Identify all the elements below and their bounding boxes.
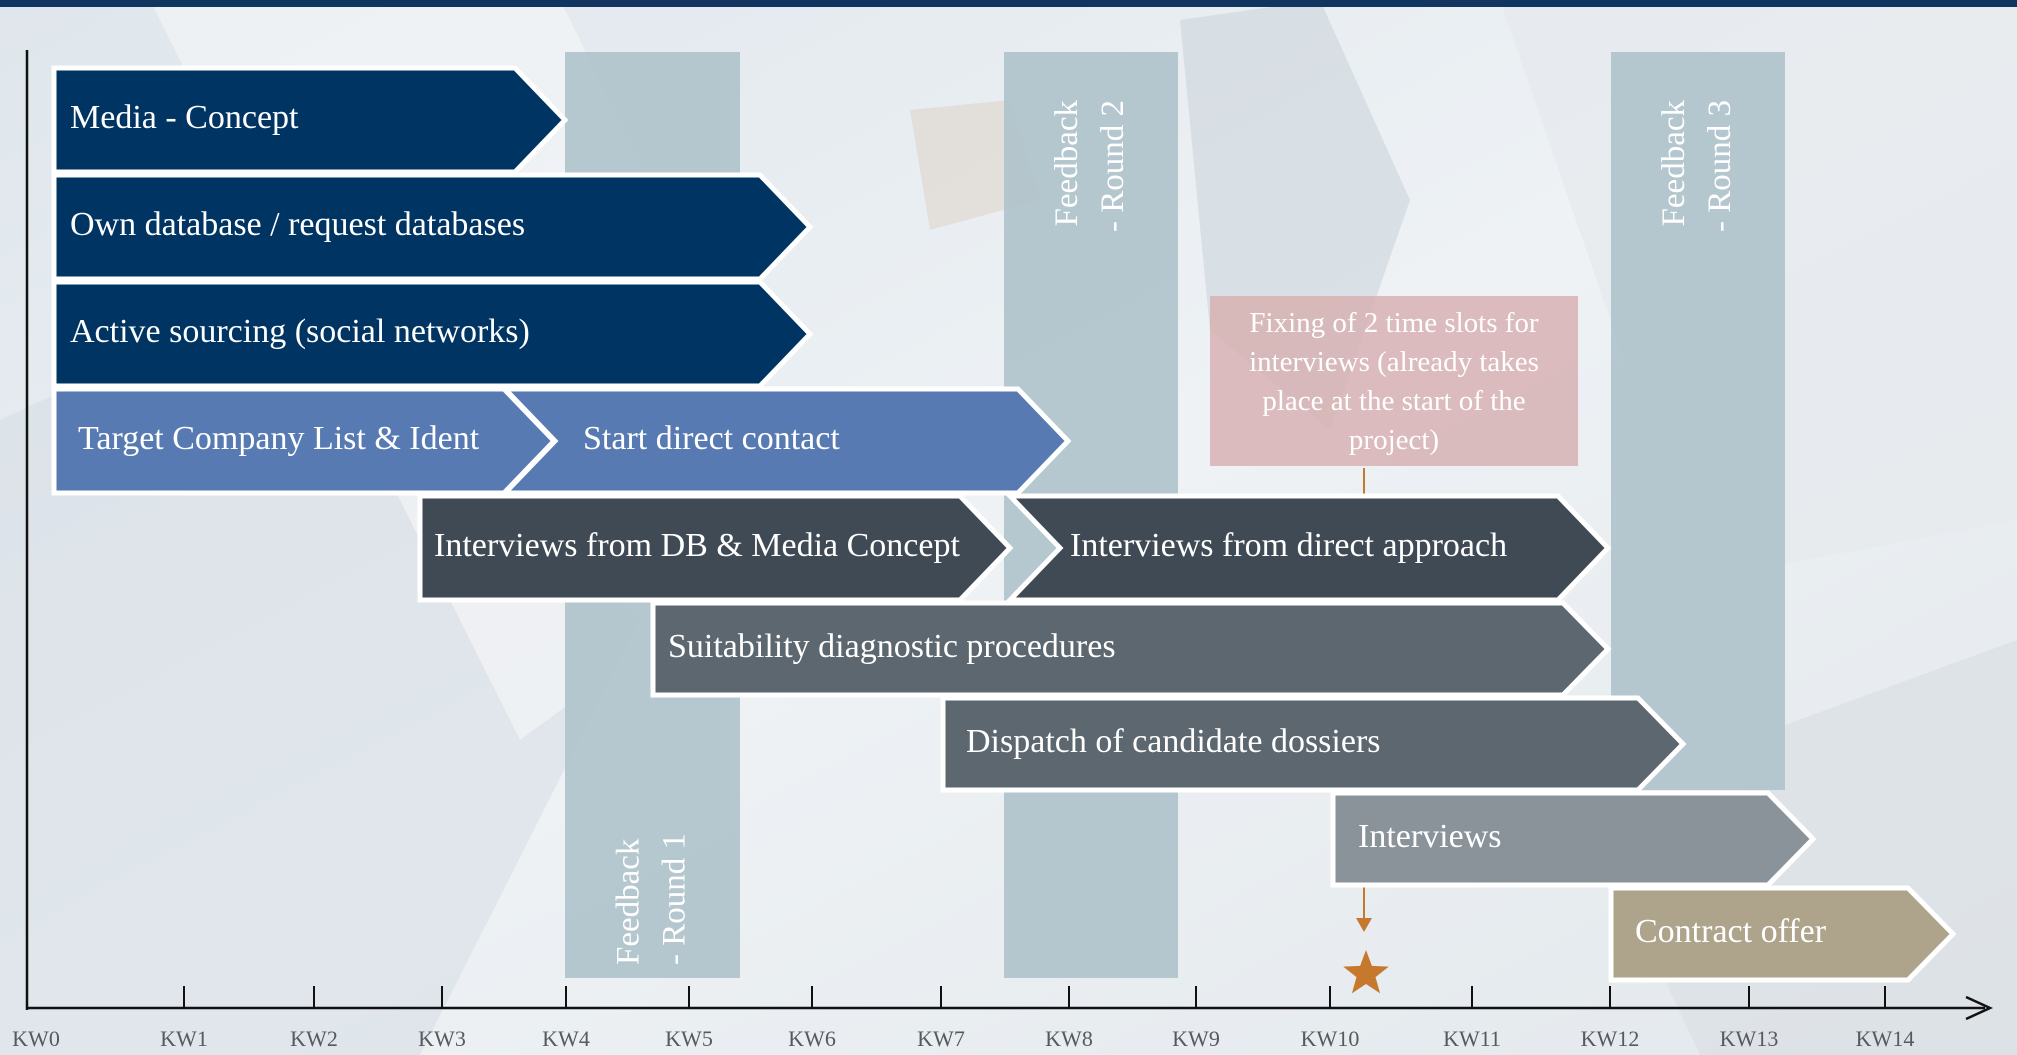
x-axis-tick-label: KW0 [12, 1026, 60, 1051]
feedback-label: - Round 1 [657, 833, 693, 965]
x-axis-arrow [1965, 995, 1994, 1021]
phase-bar-label: Contract offer [1635, 913, 1827, 950]
x-axis-tick-label: KW1 [160, 1026, 208, 1051]
feedback-labels: Feedback - Round 1 Feedback - Round 2 Feedba… [611, 100, 1739, 965]
note-line: place at the start of the [1262, 385, 1525, 417]
phase-bar [51, 279, 814, 389]
x-axis-tick-label: KW8 [1045, 1026, 1093, 1051]
phase-bar [51, 65, 569, 175]
note-layer: Fixing of 2 time slots for interviews (al… [1210, 296, 1578, 932]
phase-bar [417, 493, 1014, 603]
x-axis-tick-label: KW14 [1856, 1026, 1915, 1051]
milestone-arrowhead [1356, 918, 1372, 932]
feedback-column-3 [1611, 52, 1785, 790]
feedback-label: Feedback [1656, 100, 1692, 227]
phase-bar [1004, 493, 1612, 603]
x-axis-tick-label: KW13 [1720, 1026, 1779, 1051]
star-icon [1343, 950, 1389, 994]
phase-bar-label: Interviews from direct approach [1070, 527, 1507, 564]
top-stripe [0, 0, 2017, 7]
note-line: interviews (already takes [1249, 346, 1539, 378]
feedback-label: Feedback [1049, 100, 1085, 227]
x-axis-tick-label: KW4 [542, 1026, 590, 1051]
phase-bar-label: Dispatch of candidate dossiers [966, 723, 1381, 760]
x-axis-tick-label: KW5 [665, 1026, 713, 1051]
phase-bar-label: Own database / request databases [70, 206, 525, 243]
x-axis-tick-label: KW6 [788, 1026, 836, 1051]
phase-bar [51, 172, 814, 282]
note-line: project) [1349, 424, 1439, 456]
phase-bar [1330, 790, 1817, 888]
phase-bar-label: Active sourcing (social networks) [70, 313, 530, 350]
phase-bar [940, 695, 1687, 793]
timeline-axis: KW0 KW1 KW2 KW3 KW4 KW5 KW6 KW7 KW8 KW9 KW10 KW11 KW… [12, 50, 1994, 1051]
note-line: Fixing of 2 time slots for [1249, 307, 1539, 339]
x-axis-tick-label: KW7 [917, 1026, 965, 1051]
feedback-label: - Round 3 [1702, 100, 1738, 232]
note-box [1210, 296, 1578, 466]
phase-bar-label: Interviews [1358, 818, 1502, 855]
phase-bar-label: Suitability diagnostic procedures [668, 628, 1116, 665]
phase-bar-label: Target Company List & Ident [78, 420, 480, 457]
x-axis-tick-label: KW10 [1301, 1026, 1360, 1051]
feedback-label: - Round 2 [1095, 100, 1131, 232]
phase-bar-label: Media - Concept [70, 99, 299, 136]
x-axis-tick-label: KW12 [1581, 1026, 1640, 1051]
x-axis-tick-label: KW9 [1172, 1026, 1220, 1051]
x-axis-tick-label: KW3 [418, 1026, 466, 1051]
phase-bar [499, 386, 1072, 496]
x-axis-tick-label: KW11 [1443, 1026, 1501, 1051]
phase-bar [650, 600, 1612, 698]
feedback-label: Feedback [611, 838, 647, 965]
x-axis-tick-label: KW2 [290, 1026, 338, 1051]
phase-bar-label: Start direct contact [583, 420, 840, 457]
phase-bar-label: Interviews from DB & Media Concept [434, 527, 960, 564]
phase-bar [1608, 885, 1957, 983]
